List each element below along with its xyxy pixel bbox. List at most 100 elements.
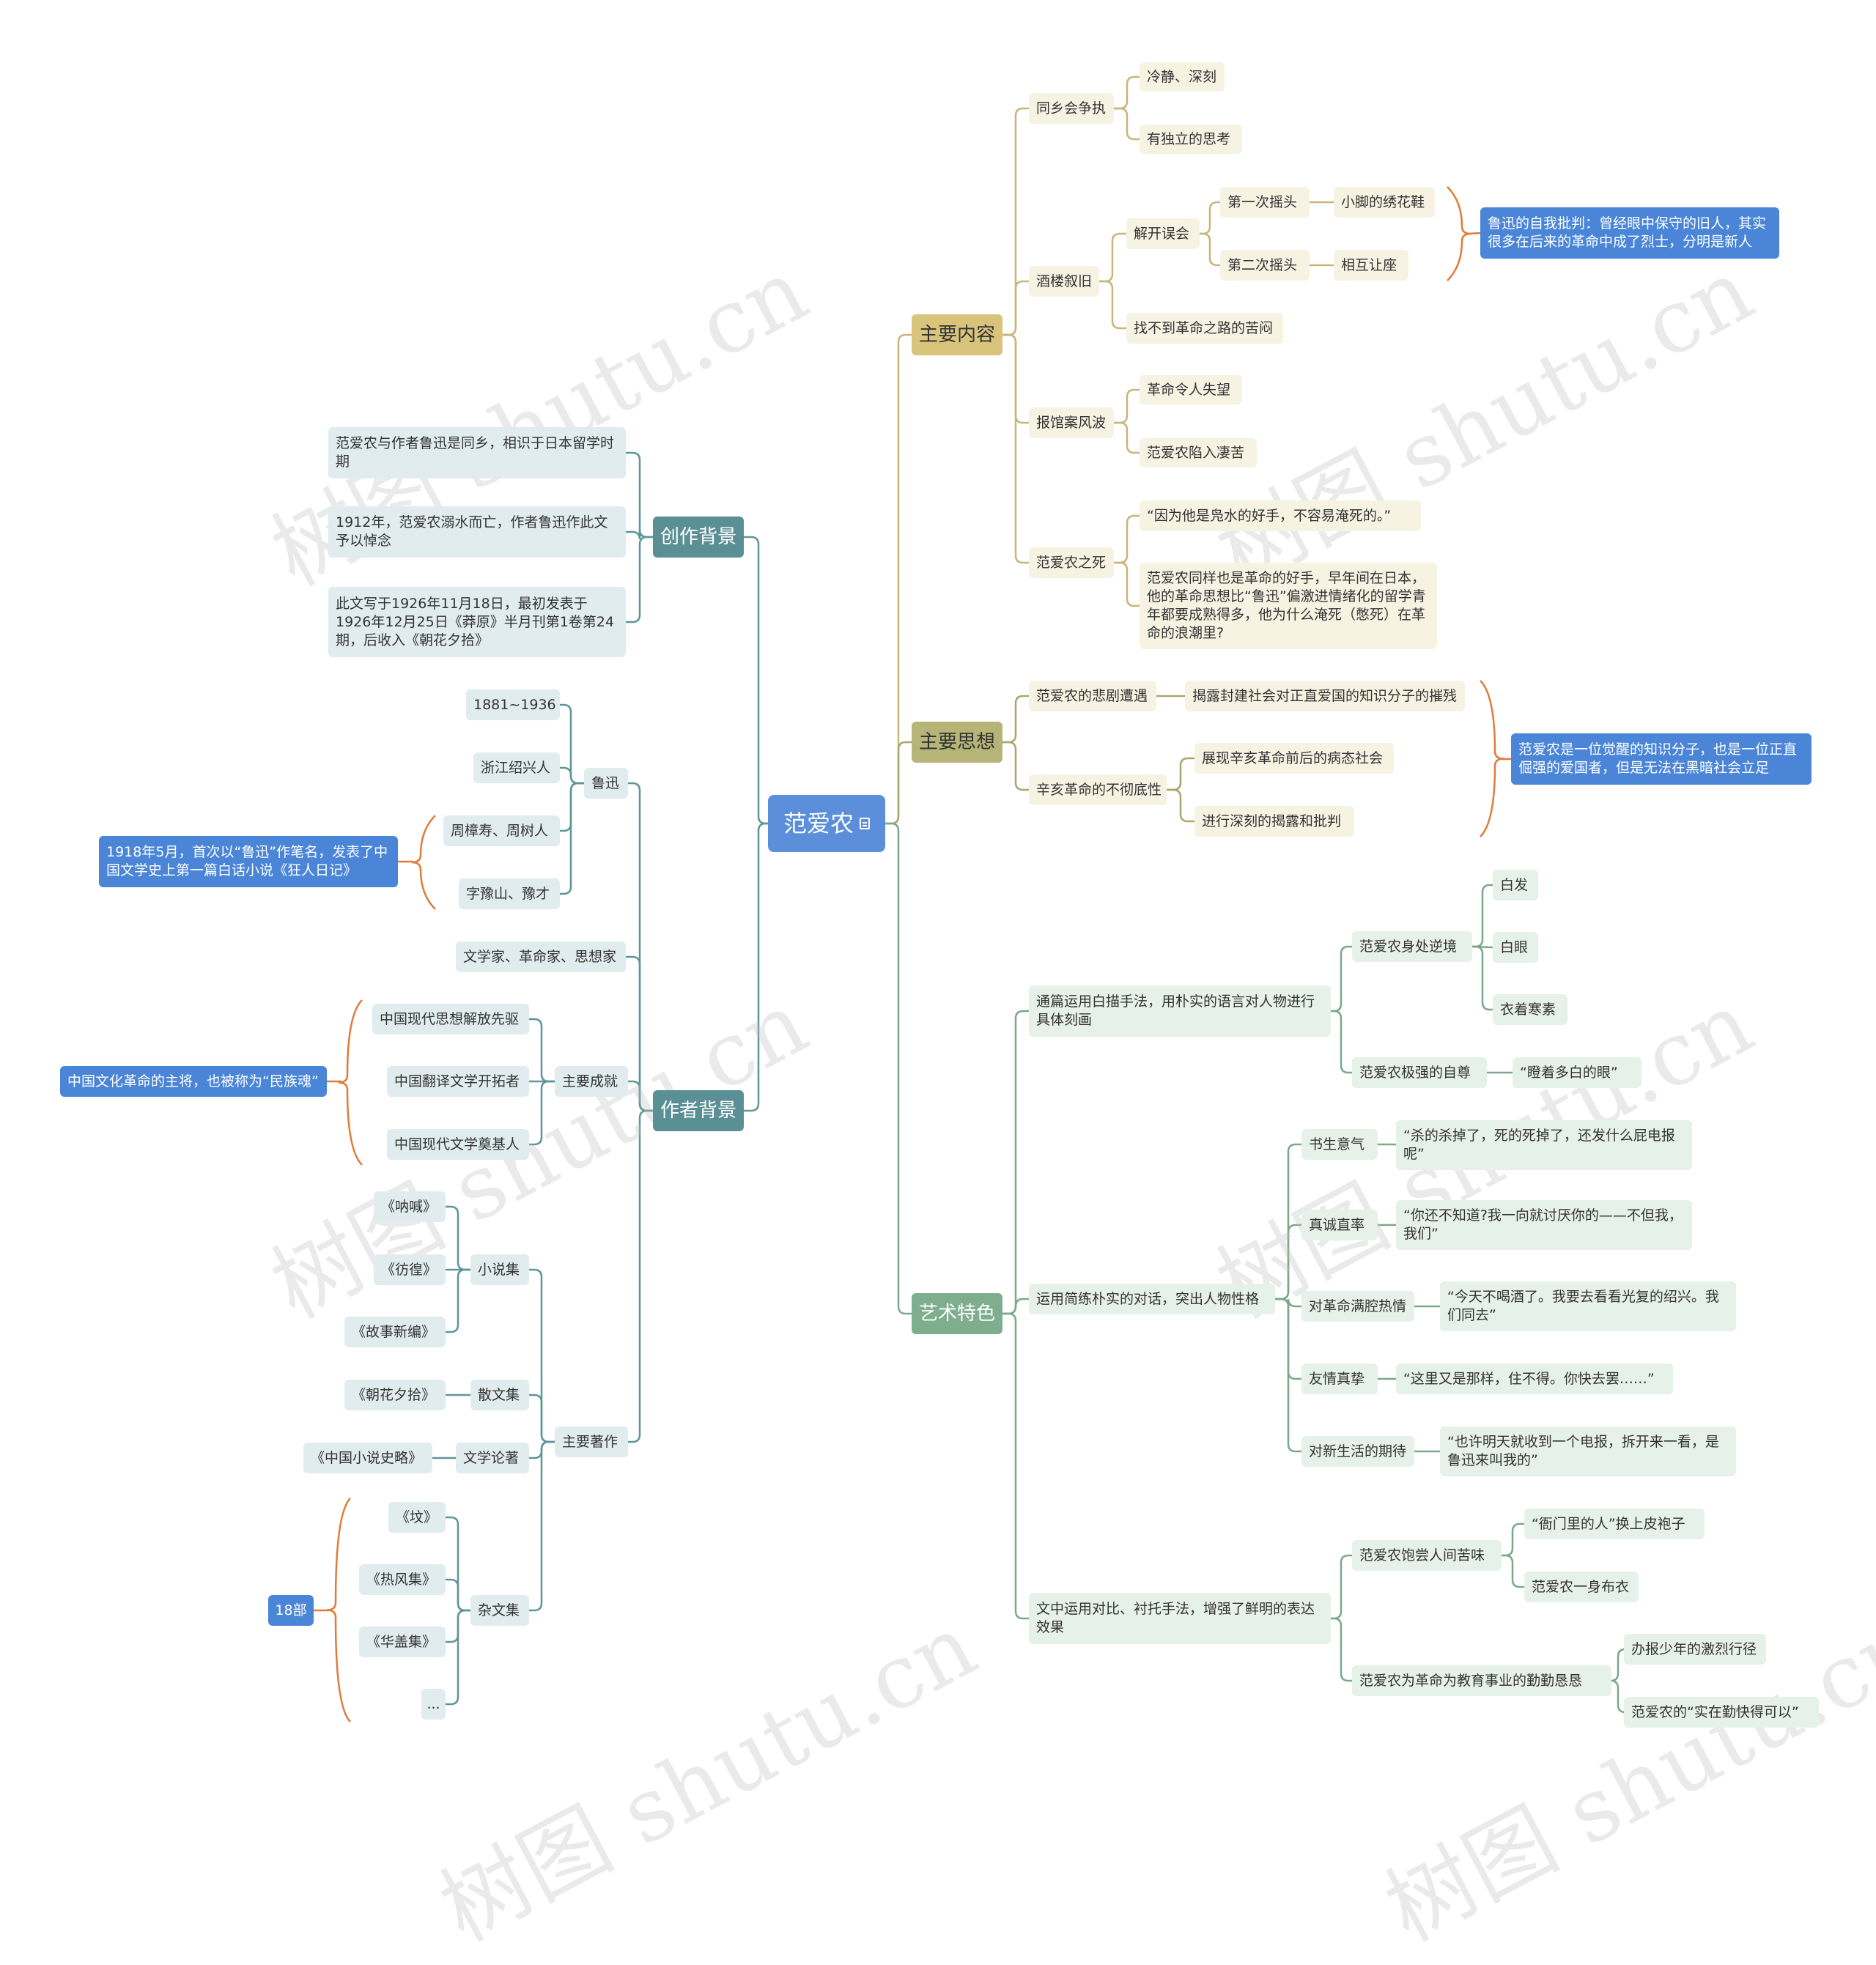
essay-fen[interactable]: 《坟》 bbox=[388, 1502, 446, 1533]
dialogue-quote[interactable]: “你还不知道?我一向就讨厌你的——不但我，我们” bbox=[1396, 1200, 1692, 1250]
connector-line bbox=[1114, 514, 1140, 564]
luxun-courtesy[interactable]: 字豫山、豫才 bbox=[459, 878, 560, 909]
topic-sketch-technique[interactable]: 通篇运用白描手法，用朴实的语言对人物进行具体刻画 bbox=[1029, 985, 1331, 1037]
connector-line bbox=[1200, 232, 1220, 267]
luxun-hometown[interactable]: 浙江绍兴人 bbox=[473, 752, 560, 783]
topic-resolve-misunderstanding[interactable]: 解开误会 bbox=[1126, 218, 1200, 249]
topic-strong-pride[interactable]: 范爱农极强的自尊 bbox=[1352, 1057, 1487, 1088]
bg-publication[interactable]: 此文写于1926年11月18日，最初发表于1926年12月25日《莽原》半月刊第… bbox=[328, 587, 626, 657]
topic-revolution-disappointing[interactable]: 革命令人失望 bbox=[1140, 375, 1242, 404]
topic-poor-clothing[interactable]: 衣着寒素 bbox=[1493, 994, 1567, 1025]
note-18-volumes[interactable]: 18部 bbox=[268, 1595, 314, 1626]
dialogue-quote[interactable]: “杀的杀掉了，死的死掉了，还发什么屁电报呢” bbox=[1396, 1120, 1692, 1170]
branch-creation-background[interactable]: 创作背景 bbox=[653, 517, 744, 558]
topic-cloth-clothes[interactable]: 范爱农一身布衣 bbox=[1524, 1572, 1639, 1602]
topic-deep-criticism[interactable]: 进行深刻的揭露和批判 bbox=[1194, 806, 1354, 837]
topic-contrast-technique[interactable]: 文中运用对比、衬托手法，增强了鲜明的表达效果 bbox=[1029, 1593, 1331, 1644]
connector-line bbox=[1114, 75, 1140, 110]
branch-main-thought[interactable]: 主要思想 bbox=[912, 722, 1002, 763]
connector-line bbox=[1472, 945, 1493, 1011]
essay-refeng[interactable]: 《热风集》 bbox=[359, 1564, 446, 1595]
novel-gushixinbian[interactable]: 《故事新编》 bbox=[344, 1317, 446, 1347]
topic-expose-feudal[interactable]: 揭露封建社会对正直爱国的知识分子的摧残 bbox=[1185, 681, 1465, 711]
achieve-founder[interactable]: 中国现代文学奠基人 bbox=[387, 1129, 529, 1160]
theory-novel-history[interactable]: 《中国小说史略》 bbox=[303, 1443, 432, 1473]
connector-line bbox=[1502, 1554, 1524, 1588]
connector-line bbox=[1469, 232, 1481, 235]
dialogue-key[interactable]: 对革命满腔热情 bbox=[1301, 1291, 1414, 1322]
author-works[interactable]: 主要著作 bbox=[555, 1426, 628, 1457]
note-awakened-intellectual[interactable]: 范爱农是一位觉醒的知识分子，也是一位正直倔强的爱国者，但是无法在黑暗社会立足 bbox=[1511, 733, 1812, 785]
prose-zhaohuaxishi[interactable]: 《朝花夕拾》 bbox=[344, 1380, 446, 1410]
dialogue-key[interactable]: 友情真挚 bbox=[1301, 1363, 1378, 1394]
connector-line bbox=[1610, 1679, 1626, 1714]
connector-line bbox=[885, 741, 912, 825]
connector-line bbox=[1114, 421, 1140, 454]
topic-independent-thinking[interactable]: 有独立的思考 bbox=[1140, 125, 1242, 154]
author-roles[interactable]: 文学家、革命家、思想家 bbox=[456, 941, 626, 972]
author-achievements[interactable]: 主要成就 bbox=[555, 1066, 628, 1097]
topic-tavern-reunion[interactable]: 酒楼叙旧 bbox=[1029, 266, 1099, 297]
note-icon bbox=[860, 818, 870, 829]
dialogue-key[interactable]: 真诚直率 bbox=[1301, 1210, 1378, 1240]
works-essays[interactable]: 杂文集 bbox=[470, 1595, 529, 1626]
works-prose[interactable]: 散文集 bbox=[470, 1380, 529, 1410]
dialogue-quote[interactable]: “也许明天就收到一个电报，拆开来一看，是鲁迅来叫我的” bbox=[1440, 1426, 1736, 1476]
topic-second-shake[interactable]: 第二次摇头 bbox=[1220, 250, 1310, 281]
topic-fan-death[interactable]: 范爱农之死 bbox=[1029, 547, 1114, 578]
topic-newspaper-incident[interactable]: 报馆案风波 bbox=[1029, 407, 1114, 438]
connector-line bbox=[1002, 333, 1029, 564]
topic-tragic-fate[interactable]: 范爱农的悲剧遭遇 bbox=[1029, 681, 1156, 711]
works-theory[interactable]: 文学论著 bbox=[456, 1443, 529, 1473]
author-luxun[interactable]: 鲁迅 bbox=[584, 768, 628, 799]
branch-art-features[interactable]: 艺术特色 bbox=[912, 1293, 1002, 1334]
bg-hometown[interactable]: 范爱农与作者鲁迅是同乡，相识于日本留学时期 bbox=[328, 427, 626, 478]
connector-line bbox=[1331, 1554, 1352, 1620]
essay-more[interactable]: ... bbox=[421, 1689, 446, 1720]
topic-sick-society[interactable]: 展现辛亥革命前后的病态社会 bbox=[1194, 743, 1394, 774]
topic-no-revolution-path[interactable]: 找不到革命之路的苦闷 bbox=[1126, 313, 1283, 344]
luxun-names[interactable]: 周樟寿、周树人 bbox=[443, 815, 560, 846]
connector-line bbox=[1167, 757, 1194, 791]
topic-offer-seats[interactable]: 相互让座 bbox=[1334, 250, 1408, 281]
luxun-years[interactable]: 1881~1936 bbox=[466, 689, 560, 720]
dialogue-quote[interactable]: “这里又是那样，住不得。你快去罢……” bbox=[1396, 1363, 1673, 1394]
topic-white-hair[interactable]: 白发 bbox=[1493, 870, 1538, 900]
connector-line bbox=[744, 536, 768, 825]
topic-yamen-people[interactable]: “衙门里的人”换上皮袍子 bbox=[1524, 1509, 1705, 1539]
connector-line bbox=[1002, 1010, 1029, 1315]
topic-calm-deep[interactable]: 冷静、深刻 bbox=[1140, 62, 1225, 92]
topic-white-eyes[interactable]: 白眼 bbox=[1493, 932, 1538, 963]
topic-dialogue-technique[interactable]: 运用简练朴实的对话，突出人物性格 bbox=[1029, 1284, 1275, 1314]
note-self-criticism[interactable]: 鲁迅的自我批判：曾经眼中保守的旧人，其实很多在后来的革命中成了烈士，分明是新人 bbox=[1480, 207, 1779, 259]
novel-panghuang[interactable]: 《彷徨》 bbox=[374, 1254, 446, 1285]
topic-hardworking[interactable]: 范爱农的“实在勤快得可以” bbox=[1624, 1697, 1819, 1728]
topic-fan-in-misery[interactable]: 范爱农陷入凄苦 bbox=[1140, 438, 1257, 467]
branch-main-content[interactable]: 主要内容 bbox=[912, 314, 1002, 355]
topic-embroidered-shoes[interactable]: 小脚的绣花鞋 bbox=[1334, 187, 1435, 218]
essay-huagai[interactable]: 《华盖集》 bbox=[359, 1627, 446, 1657]
topic-bitterness[interactable]: 范爱农饱尝人间苦味 bbox=[1352, 1540, 1502, 1571]
achieve-pioneer[interactable]: 中国现代思想解放先驱 bbox=[372, 1004, 529, 1035]
note-national-soul[interactable]: 中国文化革命的主将，也被称为“民族魂” bbox=[60, 1066, 327, 1097]
works-novels[interactable]: 小说集 bbox=[470, 1254, 529, 1285]
topic-good-swimmer-quote[interactable]: “因为他是凫水的好手，不容易淹死的。” bbox=[1140, 500, 1421, 531]
root-node[interactable]: 范爱农 bbox=[768, 795, 885, 852]
dialogue-key[interactable]: 对新生活的期待 bbox=[1301, 1436, 1414, 1467]
branch-author-background[interactable]: 作者背景 bbox=[653, 1090, 744, 1131]
note-first-pen-name[interactable]: 1918年5月，首次以“鲁迅”作笔名，发表了中国文学史上第一篇白话小说《狂人日记… bbox=[99, 836, 398, 887]
topic-why-drowned[interactable]: 范爱农同样也是革命的好手，早年间在日本，他的革命思想比“鲁迅”偏激进情绪化的留学… bbox=[1140, 563, 1437, 649]
novel-nahan[interactable]: 《呐喊》 bbox=[374, 1191, 446, 1222]
topic-young-radicals[interactable]: 办报少年的激烈行径 bbox=[1624, 1634, 1766, 1665]
topic-hometown-dispute[interactable]: 同乡会争执 bbox=[1029, 93, 1114, 124]
dialogue-key[interactable]: 书生意气 bbox=[1301, 1129, 1378, 1160]
dialogue-quote[interactable]: “今天不喝酒了。我要去看看光复的绍兴。我们同去” bbox=[1440, 1281, 1736, 1331]
topic-adversity[interactable]: 范爱农身处逆境 bbox=[1352, 931, 1472, 962]
topic-staring-quote[interactable]: “瞪着多白的眼” bbox=[1513, 1057, 1642, 1088]
topic-incomplete-revolution[interactable]: 辛亥革命的不彻底性 bbox=[1029, 774, 1167, 805]
bg-drowned[interactable]: 1912年，范爱农溺水而亡，作者鲁迅作此文予以悼念 bbox=[328, 506, 626, 558]
topic-diligence[interactable]: 范爱农为革命为教育事业的勤勤恳恳 bbox=[1352, 1665, 1611, 1696]
connector-line bbox=[560, 703, 584, 785]
achieve-translation[interactable]: 中国翻译文学开拓者 bbox=[387, 1066, 529, 1097]
topic-first-shake[interactable]: 第一次摇头 bbox=[1220, 187, 1310, 218]
